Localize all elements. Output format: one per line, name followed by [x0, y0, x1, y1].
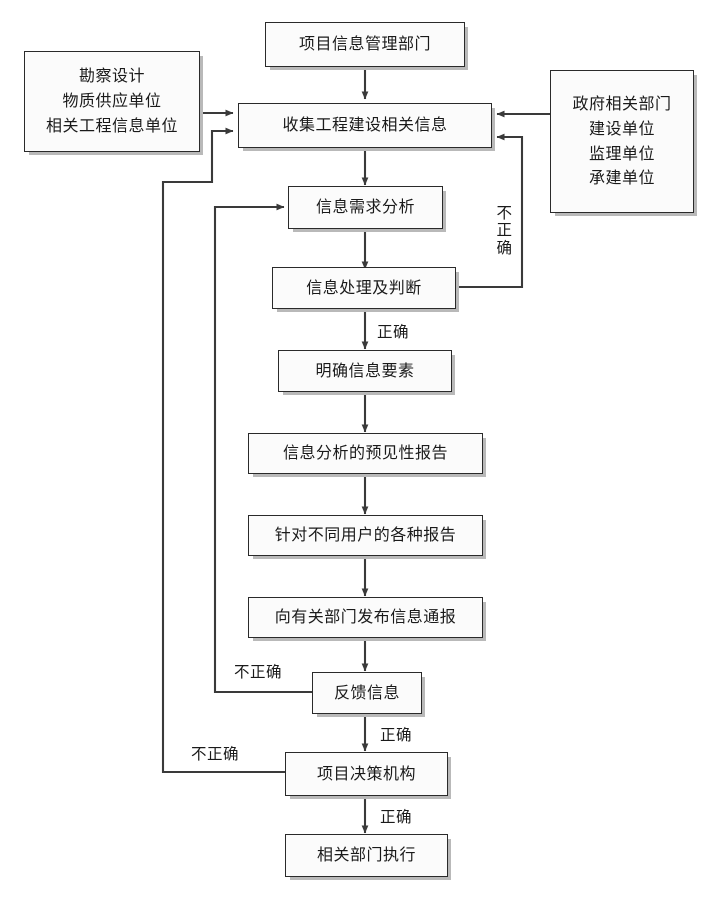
node-right-sources[interactable]: 政府相关部门 建设单位 监理单位 承建单位 [550, 70, 694, 213]
node-feedback-info-label: 反馈信息 [333, 682, 400, 702]
node-publish-bulletin-label: 向有关部门发布信息通报 [274, 607, 457, 627]
node-demand-analysis[interactable]: 信息需求分析 [288, 186, 443, 229]
node-feedback-info[interactable]: 反馈信息 [312, 672, 422, 714]
node-right-sources-line-2: 建设单位 [588, 118, 655, 138]
edge-label-incorrect-decision: 不正确 [190, 742, 241, 764]
node-left-sources-line-1: 勘察设计 [78, 66, 145, 86]
node-process-judge[interactable]: 信息处理及判断 [272, 267, 456, 309]
node-dept-execute[interactable]: 相关部门执行 [285, 834, 448, 877]
node-project-info-dept-label: 项目信息管理部门 [298, 34, 431, 54]
node-decision-body-label: 项目决策机构 [316, 763, 416, 783]
node-user-reports-label: 针对不同用户的各种报告 [274, 525, 457, 545]
node-process-judge-label: 信息处理及判断 [306, 277, 422, 297]
node-dept-execute-label: 相关部门执行 [316, 845, 416, 865]
node-right-sources-line-3: 监理单位 [588, 143, 655, 163]
edge-label-incorrect-right-vertical: 不正确 [495, 204, 514, 258]
edge-processjudge-to-collectinfo-incorrect [456, 133, 524, 289]
node-collect-info-label: 收集工程建设相关信息 [282, 115, 448, 135]
edge-feedbackinfo-to-demandanalysis-incorrect [213, 203, 320, 694]
edge-label-correct-after-judge: 正确 [376, 320, 411, 342]
edge-label-correct-after-decision: 正确 [379, 805, 414, 827]
node-foresight-report-label: 信息分析的预见性报告 [282, 443, 448, 463]
edge-label-correct-after-feedback: 正确 [379, 723, 414, 745]
edge-decisionbody-to-collectinfo-incorrect [161, 127, 285, 774]
edge-label-incorrect-feedback: 不正确 [233, 660, 284, 682]
node-clarify-elements-label: 明确信息要素 [315, 360, 415, 380]
node-project-info-dept[interactable]: 项目信息管理部门 [265, 22, 465, 67]
node-publish-bulletin[interactable]: 向有关部门发布信息通报 [248, 597, 483, 638]
node-decision-body[interactable]: 项目决策机构 [285, 752, 448, 796]
node-left-sources-line-3: 相关工程信息单位 [45, 115, 178, 135]
node-right-sources-line-4: 承建单位 [588, 168, 655, 188]
node-demand-analysis-label: 信息需求分析 [315, 197, 415, 217]
node-foresight-report[interactable]: 信息分析的预见性报告 [248, 433, 483, 474]
node-left-sources-line-2: 物质供应单位 [62, 91, 162, 111]
node-left-sources[interactable]: 勘察设计 物质供应单位 相关工程信息单位 [24, 51, 200, 152]
node-clarify-elements[interactable]: 明确信息要素 [278, 350, 452, 392]
node-right-sources-line-1: 政府相关部门 [572, 93, 672, 113]
node-user-reports[interactable]: 针对不同用户的各种报告 [248, 515, 483, 556]
node-collect-info[interactable]: 收集工程建设相关信息 [238, 103, 492, 148]
